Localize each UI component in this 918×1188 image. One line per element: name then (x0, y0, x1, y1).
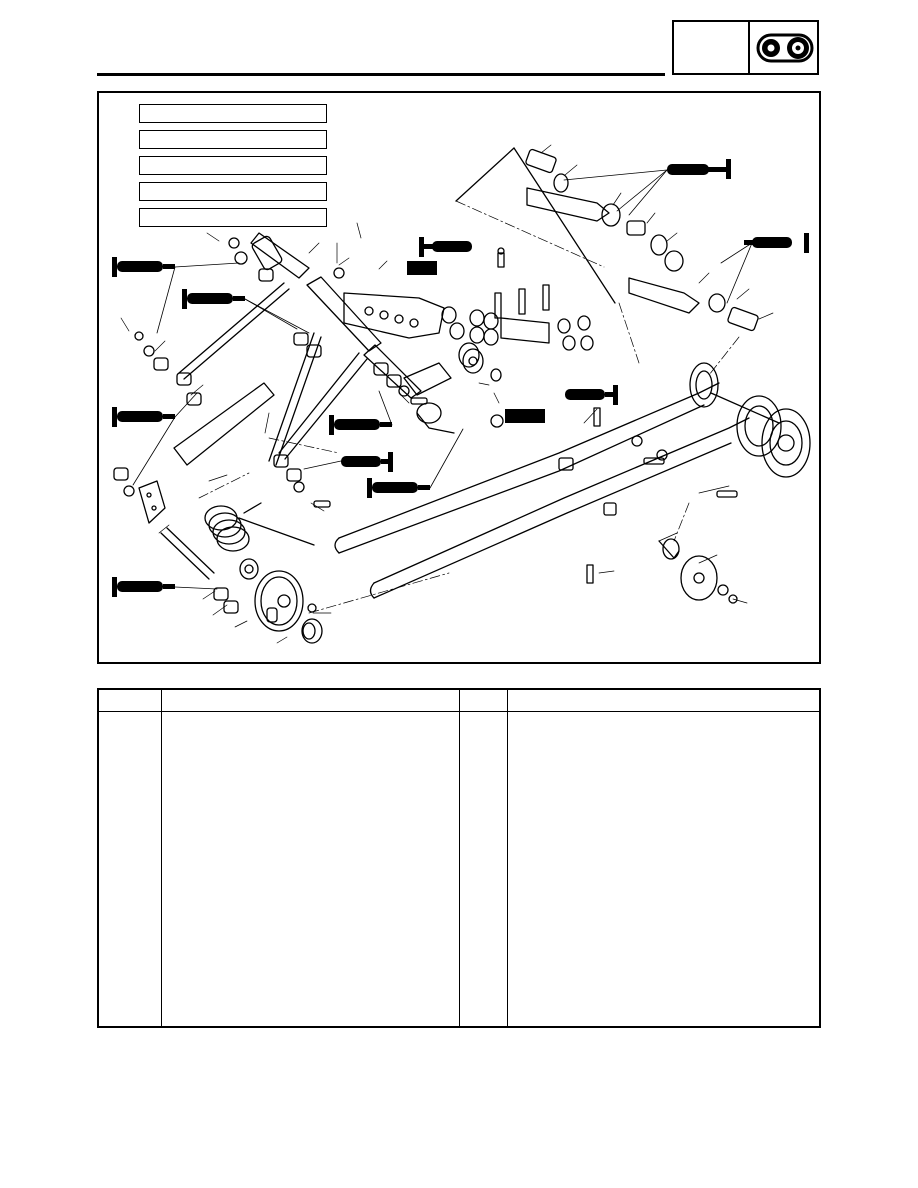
track-drive-icon (756, 33, 814, 63)
suspension-exploded-drawing (112, 144, 811, 644)
parts-table-column-divider (161, 690, 162, 1026)
pivot-bushings (113, 237, 428, 508)
center-link-parts (441, 247, 594, 382)
parts-table-column-divider (459, 690, 460, 1026)
callout-leaders (120, 144, 774, 644)
rear-pivot-parts (455, 147, 759, 332)
header-rule (97, 73, 665, 76)
parts-table-column-divider (507, 690, 508, 1026)
legend-box (139, 104, 327, 123)
grease-marker-icon (112, 159, 809, 597)
lower-mount-parts (138, 480, 323, 644)
chapter-tab (672, 20, 819, 75)
chapter-tab-label-area (674, 22, 750, 73)
alignment-lines (198, 200, 740, 614)
rear-idler-wheels (658, 362, 811, 604)
legend-box (139, 182, 327, 201)
legend-box (139, 156, 327, 175)
slide-rails (334, 382, 750, 599)
torsion-spring (204, 502, 315, 580)
front-suspension-arm (173, 232, 504, 466)
parts-table (97, 688, 821, 1028)
legend-box (139, 208, 327, 227)
legend-box (139, 130, 327, 149)
exploded-view-figure (97, 91, 821, 664)
